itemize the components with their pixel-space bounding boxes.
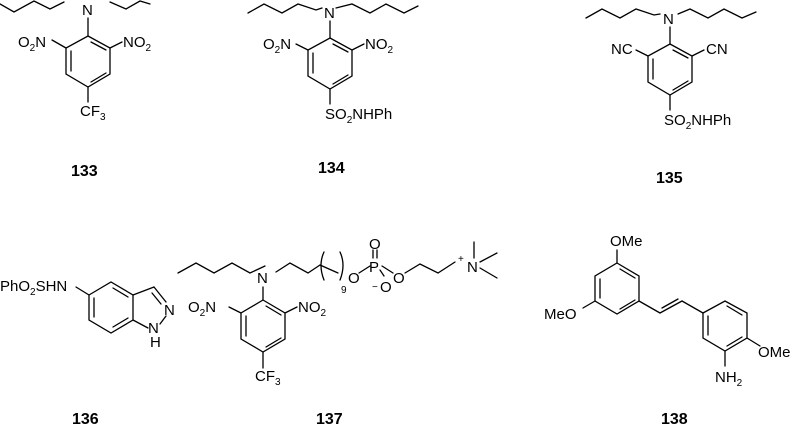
- phosphorus: P: [369, 259, 379, 276]
- compound-137: N 9 O P O O − O + N O2N NO2 CF3 1: [177, 236, 498, 425]
- methoxy-top: OMe: [610, 233, 643, 250]
- repeat-count: 9: [341, 285, 347, 296]
- nitro-right: NO2: [365, 36, 394, 56]
- compound-136: PhO2SHN N N H 136: [0, 278, 175, 425]
- amine-n: N: [324, 5, 335, 22]
- ester-oxygen: O: [348, 270, 360, 287]
- amine-n: N: [82, 2, 93, 19]
- nitrile-left: NC: [611, 41, 633, 58]
- compound-label-133: 133: [71, 163, 98, 180]
- phosphate-oxygen-anion: O: [380, 279, 392, 296]
- compound-134: N O2N NO2 SO2NHPh 134: [247, 3, 419, 177]
- amine-n: N: [257, 270, 268, 287]
- pyrazole-n: N: [164, 302, 175, 319]
- nitro-left: O2N: [263, 36, 291, 56]
- pyrazole-h: H: [150, 334, 161, 351]
- compound-133: N O2N NO2 CF3 133: [0, 0, 152, 180]
- ester-oxygen-2: O: [393, 270, 405, 287]
- ammonium-n: N: [467, 259, 478, 276]
- methoxy-right: OMe: [758, 344, 791, 361]
- sulfonamide: SO2NHPh: [325, 106, 392, 126]
- positive-charge: +: [458, 254, 464, 265]
- nitro-left: O2N: [188, 299, 216, 319]
- sulfonamide: SO2NHPh: [664, 112, 731, 132]
- nitro-left: O2N: [18, 34, 46, 54]
- trifluoromethyl: CF3: [80, 103, 106, 123]
- methoxy-left: MeO: [544, 306, 577, 323]
- nitro-right: NO2: [298, 299, 327, 319]
- trifluoromethyl: CF3: [255, 368, 281, 388]
- nitrile-right: CN: [706, 41, 728, 58]
- compound-138: OMe MeO OMe NH2 138: [544, 233, 791, 425]
- nitro-right: NO2: [123, 34, 152, 54]
- negative-charge: −: [372, 282, 378, 293]
- compound-label-137: 137: [316, 411, 343, 425]
- compound-label-135: 135: [656, 170, 683, 187]
- amine-n: N: [663, 11, 674, 28]
- phosphoryl-oxygen: O: [369, 236, 381, 253]
- compound-label-134: 134: [318, 160, 345, 177]
- compound-135: N NC CN SO2NHPh 135: [585, 8, 757, 187]
- amino-group: NH2: [715, 369, 743, 389]
- pyrazole-nh: N: [148, 320, 159, 337]
- sulfonamide-substituent: PhO2SHN: [0, 278, 67, 298]
- compound-label-136: 136: [72, 411, 99, 425]
- compound-label-138: 138: [661, 411, 688, 425]
